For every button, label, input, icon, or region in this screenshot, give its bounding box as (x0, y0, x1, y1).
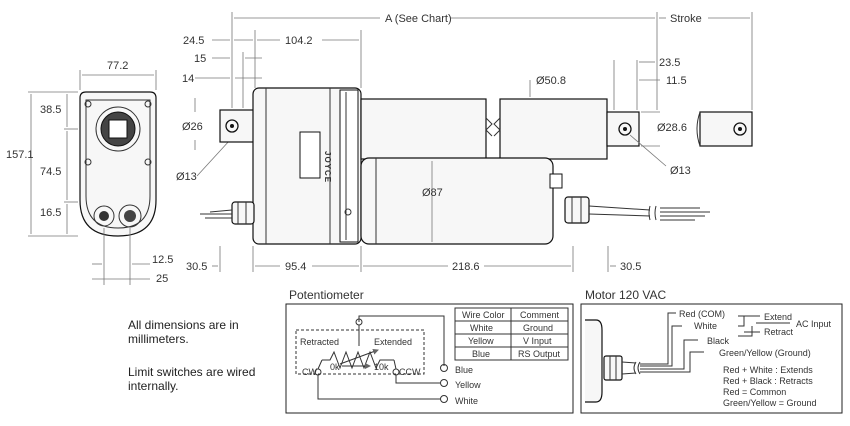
dim-11-5: 11.5 (666, 75, 687, 87)
table-cell: Blue (472, 349, 490, 359)
motor-black: Black (707, 336, 730, 346)
notes-limit-switches: Limit switches are wired internally. (128, 365, 255, 393)
dim-104-2: 104.2 (285, 35, 313, 47)
motor-title: Motor 120 VAC (585, 288, 666, 302)
dim-stroke: Stroke (670, 13, 702, 25)
note-line: internally. (128, 379, 179, 393)
brand-logo: JOYCE (323, 151, 332, 183)
dim-157-1: 157.1 (6, 149, 34, 161)
pot-yellow: Yellow (455, 380, 481, 390)
pot-retracted: Retracted (300, 337, 339, 347)
motor-green-yellow: Green/Yellow (Ground) (719, 348, 811, 358)
potentiometer-title: Potentiometer (289, 288, 364, 302)
dim-23-5: 23.5 (659, 57, 680, 69)
motor-retract: Retract (764, 327, 794, 337)
motor-extend: Extend (764, 312, 792, 322)
pot-white: White (455, 396, 478, 406)
dim-95-4: 95.4 (285, 261, 306, 273)
dim-218-6: 218.6 (452, 261, 480, 273)
dim-30-5-right: 30.5 (620, 261, 641, 273)
note-line: millimeters. (128, 332, 189, 346)
note-line: Limit switches are wired (128, 365, 256, 379)
dim-50-8-dia: Ø50.8 (536, 75, 566, 87)
wire-color-table: Wire Color Comment White Ground Yellow V… (454, 307, 569, 361)
motor-legend-4: Green/Yellow = Ground (723, 398, 816, 408)
dim-30-5-left: 30.5 (186, 261, 207, 273)
pot-10k: 10k (374, 362, 389, 372)
motor-ac-input: AC Input (796, 319, 832, 329)
dim-13-dia-right: Ø13 (670, 165, 691, 177)
table-cell: RS Output (518, 349, 561, 359)
dim-28-6-dia: Ø28.6 (657, 122, 687, 134)
pot-ccw: CCW (399, 367, 421, 377)
table-header-comment: Comment (520, 310, 560, 320)
table-cell: Ground (523, 323, 553, 333)
dim-12-5: 12.5 (152, 254, 173, 266)
dim-13-dia-left: Ø13 (176, 171, 197, 183)
side-view: A (See Chart) Stroke 24.5 104.2 15 14 Ø2… (176, 12, 753, 273)
pot-cw: CW (302, 367, 317, 377)
dim-26-dia: Ø26 (182, 121, 203, 133)
dim-74-5: 74.5 (40, 166, 61, 178)
dim-14: 14 (182, 73, 194, 85)
dim-a-see-chart: A (See Chart) (385, 13, 452, 25)
table-header-wire-color: Wire Color (462, 310, 505, 320)
pot-blue: Blue (455, 365, 473, 375)
note-line: All dimensions are in (128, 318, 239, 332)
motor-legend-1: Red + White : Extends (723, 365, 813, 375)
pot-extended: Extended (374, 337, 412, 347)
motor-panel: Motor 120 VAC Red (COM) White Black Gree… (580, 288, 843, 414)
dim-87-dia: Ø87 (422, 187, 443, 199)
table-cell: Yellow (468, 336, 494, 346)
dim-15: 15 (194, 53, 206, 65)
dim-38-5: 38.5 (40, 104, 61, 116)
motor-white: White (694, 321, 717, 331)
table-cell: V Input (523, 336, 552, 346)
motor-legend-3: Red = Common (723, 387, 786, 397)
notes-dimensions: All dimensions are in millimeters. (128, 318, 239, 346)
motor-legend-2: Red + Black : Retracts (723, 376, 813, 386)
dim-24-5: 24.5 (183, 35, 204, 47)
dim-77-2: 77.2 (107, 60, 128, 72)
dim-16-5: 16.5 (40, 207, 61, 219)
potentiometer-panel: Potentiometer Retracted Extended CW CCW … (285, 288, 574, 414)
end-view: 77.2 157.1 38.5 74.5 16.5 12.5 25 (6, 60, 173, 285)
motor-red-com: Red (COM) (679, 309, 725, 319)
pot-0k: 0k (330, 362, 340, 372)
dim-25: 25 (156, 273, 168, 285)
table-cell: White (470, 323, 493, 333)
